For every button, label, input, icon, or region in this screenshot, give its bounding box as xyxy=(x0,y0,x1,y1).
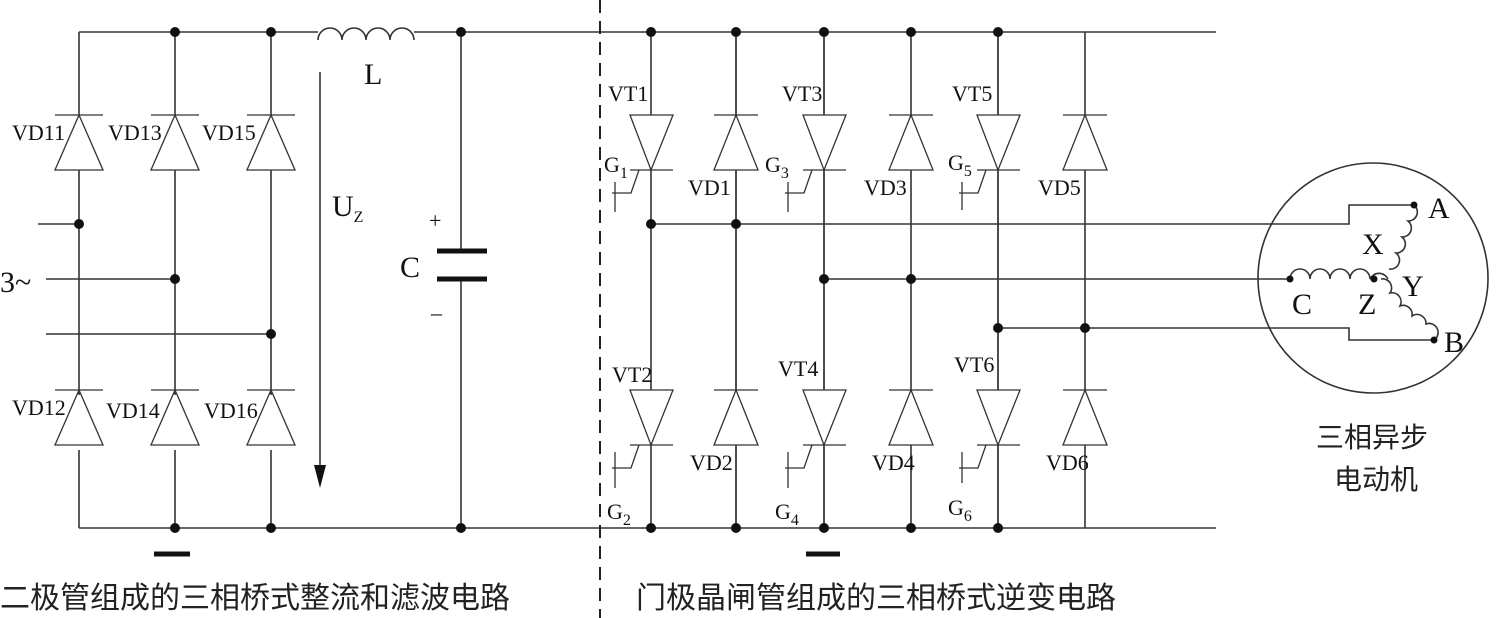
caption-inverter: 门极晶闸管组成的三相桥式逆变电路 xyxy=(636,581,1116,616)
label-VD13: VD13 xyxy=(108,120,162,145)
thyristor-VT2 xyxy=(612,389,674,488)
label-cap-minus: – xyxy=(430,300,443,325)
label-VD5: VD5 xyxy=(1038,175,1081,200)
diode-VD12 xyxy=(54,388,104,446)
motor-label-line2: 电动机 xyxy=(1334,463,1418,496)
label-VD16: VD16 xyxy=(204,398,258,423)
label-cap-plus: + xyxy=(429,208,441,233)
gate-letter: G xyxy=(607,499,623,524)
label-G6: G6 xyxy=(948,495,972,525)
phase-output-B xyxy=(998,327,1434,341)
winding-Y xyxy=(1380,278,1439,341)
label-G2: G2 xyxy=(607,499,631,529)
diode-VD1 xyxy=(713,113,759,171)
label-VD6: VD6 xyxy=(1046,450,1089,475)
label-VD11: VD11 xyxy=(12,120,65,145)
label-VD12: VD12 xyxy=(12,395,66,420)
diode-VD4 xyxy=(888,388,934,446)
diode-VD2 xyxy=(713,388,759,446)
label-VD3: VD3 xyxy=(864,175,907,200)
gate-letter: G xyxy=(948,150,964,175)
thyristor-VT4 xyxy=(785,389,847,488)
gate-index: 1 xyxy=(620,165,628,182)
label-VT6: VT6 xyxy=(954,352,994,377)
winding-C xyxy=(1289,268,1389,280)
diode-VD6 xyxy=(1062,388,1108,446)
gate-letter: G xyxy=(775,499,791,524)
diode-VD15 xyxy=(246,113,296,171)
label-uz-sub: Z xyxy=(354,209,364,226)
motor-terminal-X: X xyxy=(1362,228,1384,261)
gate-letter: G xyxy=(604,152,620,177)
label-VT1: VT1 xyxy=(608,81,648,106)
junction-dots xyxy=(74,27,1438,533)
label-inductor: L xyxy=(364,58,382,91)
gate-index: 3 xyxy=(781,165,789,182)
gate-index: 4 xyxy=(791,512,799,529)
diode-VD16 xyxy=(246,388,296,446)
gate-index: 6 xyxy=(964,508,972,525)
diode-VD13 xyxy=(150,113,200,171)
label-capacitor: C xyxy=(400,251,420,284)
uz-arrowhead-icon xyxy=(314,465,326,488)
gate-letter: G xyxy=(948,495,964,520)
diode-VD11 xyxy=(54,113,104,171)
thyristor-VT3 xyxy=(785,114,847,212)
motor-terminal-Y: Y xyxy=(1402,270,1424,303)
thyristor-VT5 xyxy=(959,114,1021,210)
label-VT5: VT5 xyxy=(952,81,992,106)
label-VD2: VD2 xyxy=(690,450,733,475)
inductor-L xyxy=(317,27,415,41)
label-VD4: VD4 xyxy=(872,450,915,475)
diode-VD3 xyxy=(888,113,934,171)
winding-X xyxy=(1388,204,1419,270)
label-VD15: VD15 xyxy=(202,120,256,145)
motor-terminal-C: C xyxy=(1292,288,1312,321)
label-VT3: VT3 xyxy=(782,81,822,106)
label-VD14: VD14 xyxy=(106,398,160,423)
label-uz: UZ xyxy=(332,190,363,226)
gate-index: 2 xyxy=(623,512,631,529)
label-source: 3~ xyxy=(0,266,31,299)
motor-terminal-B: B xyxy=(1444,326,1464,359)
diode-VD14 xyxy=(150,388,200,446)
thyristor-VT1 xyxy=(612,114,674,212)
motor-circle xyxy=(1257,162,1489,394)
gate-index: 5 xyxy=(964,163,972,180)
gate-letter: G xyxy=(765,152,781,177)
label-VT2: VT2 xyxy=(612,362,652,387)
label-VT4: VT4 xyxy=(778,356,818,381)
diode-VD5 xyxy=(1062,113,1108,171)
motor-label-line1: 三相异步 xyxy=(1316,421,1428,454)
label-G5: G5 xyxy=(948,150,972,180)
label-VD1: VD1 xyxy=(688,175,731,200)
label-G1: G1 xyxy=(604,152,628,182)
label-G3: G3 xyxy=(765,152,789,182)
label-G4: G4 xyxy=(775,499,799,529)
motor-terminal-A: A xyxy=(1428,192,1450,225)
phase-output-A xyxy=(651,204,1414,225)
label-uz-main: U xyxy=(332,190,354,223)
thyristor-VT6 xyxy=(959,389,1021,483)
motor-terminal-Z: Z xyxy=(1358,288,1376,321)
caption-rectifier: 二极管组成的三相桥式整流和滤波电路 xyxy=(0,581,510,616)
